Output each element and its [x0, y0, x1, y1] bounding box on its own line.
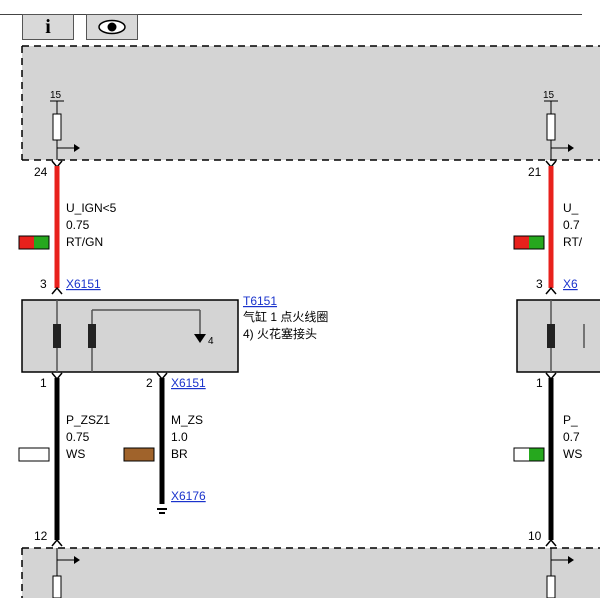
ignition-coil-component: 4: [21, 299, 239, 373]
right-upper-pin: 21: [528, 165, 542, 179]
right-upper-gauge: 0.7: [563, 218, 580, 232]
ground-block: [21, 547, 600, 598]
info-icon: i: [45, 15, 51, 38]
right-component: [516, 299, 600, 373]
right-upper-connector-pin: 3: [536, 277, 543, 291]
eye-icon: [98, 19, 126, 35]
right-wire-gauge: 0.7: [563, 430, 580, 444]
internal-pin: 4: [208, 336, 214, 347]
wire-b-color-code: BR: [171, 447, 188, 461]
wire-a-color-code: WS: [66, 447, 85, 461]
view-button[interactable]: [86, 14, 138, 40]
wire-a-signal: P_ZSZ1: [66, 413, 110, 427]
info-button[interactable]: i: [22, 14, 74, 40]
component-link[interactable]: T6151: [243, 294, 277, 308]
left-upper-color-code: RT/GN: [66, 235, 103, 249]
component-name: 气缸 1 点火线圈: [243, 309, 328, 324]
left-upper-pin: 24: [34, 165, 48, 179]
right-upper-signal: U_: [563, 201, 579, 215]
left-lower-pin-1: 1: [40, 376, 47, 390]
wire-b-signal: M_ZS: [171, 413, 203, 427]
right-lower-pin: 1: [536, 376, 543, 390]
right-upper-connector-link[interactable]: X6: [563, 277, 578, 291]
wire-a-gauge: 0.75: [66, 430, 90, 444]
left-upper-connector-link[interactable]: X6151: [66, 277, 101, 291]
fuse-left: [52, 113, 62, 141]
left-lower-pin-2: 2: [146, 376, 153, 390]
right-wire-signal: P_: [563, 413, 578, 427]
left-lower-connector-link[interactable]: X6151: [171, 376, 206, 390]
supply-block: 15 15: [21, 45, 600, 161]
left-upper-gauge: 0.75: [66, 218, 90, 232]
toolbar: i: [0, 0, 600, 44]
fuse-right: [546, 113, 556, 141]
left-upper-connector-pin: 3: [40, 277, 47, 291]
right-upper-color-swatch: [513, 235, 545, 250]
left-upper-color-swatch: [18, 235, 50, 250]
supply-terminal-left: 15: [50, 90, 62, 101]
left-upper-signal: U_IGN<5: [66, 201, 117, 215]
right-wire-color-code: WS: [563, 447, 582, 461]
right-wire-color-swatch: [513, 447, 545, 462]
right-bottom-pin: 10: [528, 529, 542, 543]
supply-terminal-right: 15: [543, 90, 555, 101]
toolbar-rule: [0, 14, 582, 15]
ground-link[interactable]: X6176: [171, 489, 206, 503]
right-upper-color-code: RT/: [563, 235, 583, 249]
left-bottom-pin: 12: [34, 529, 48, 543]
wire-b-color-swatch: [123, 447, 155, 462]
wire-b-gauge: 1.0: [171, 430, 188, 444]
wire-a-color-swatch: [18, 447, 50, 462]
component-note: 4) 火花塞接头: [243, 326, 317, 341]
